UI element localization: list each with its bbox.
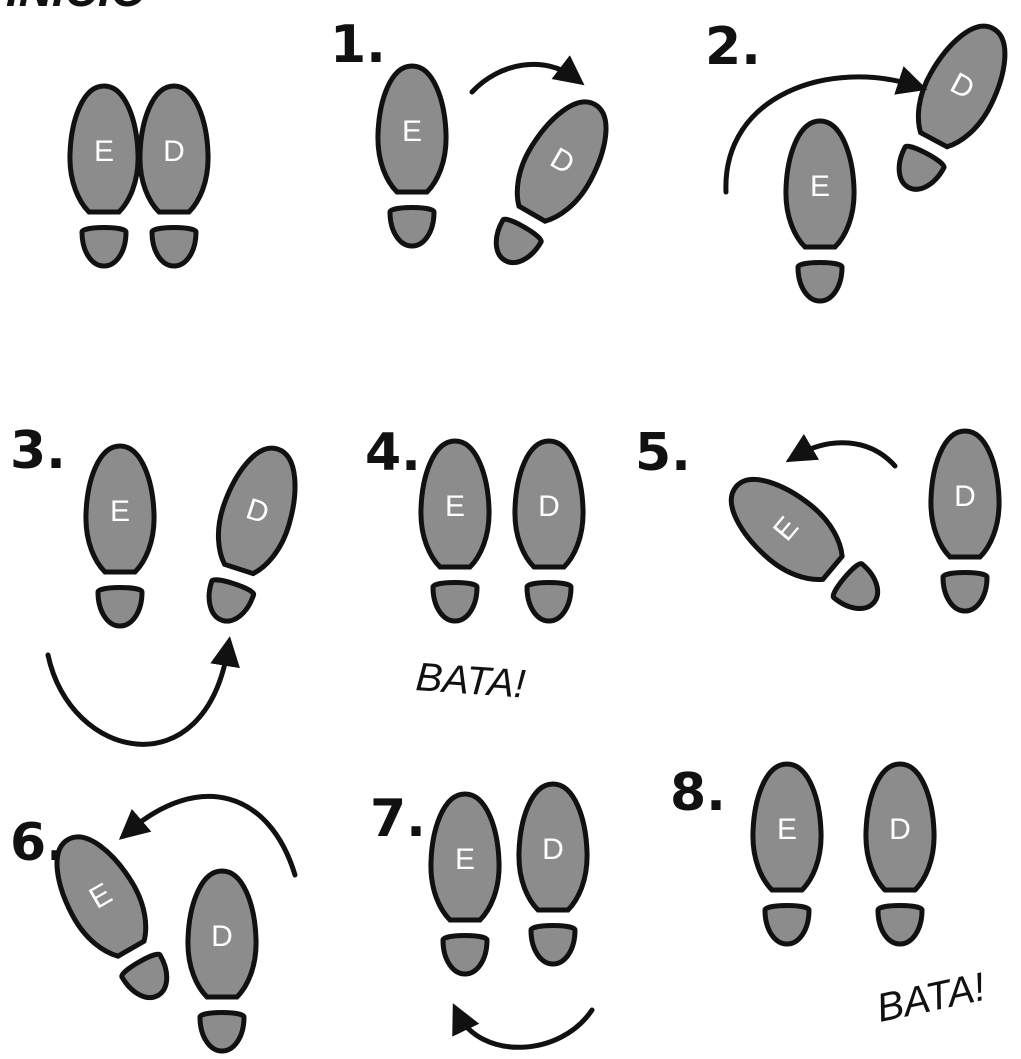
foot-8-left-letter: E <box>777 813 797 846</box>
foot-start-right-letter: D <box>163 135 185 168</box>
foot-6-right: D <box>188 871 256 1051</box>
step-5-arrow <box>796 443 895 466</box>
foot-8-right-letter: D <box>889 813 911 846</box>
foot-start-left: E <box>70 86 138 266</box>
foot-7-left: E <box>431 794 499 974</box>
step-3-label: 3. <box>10 421 66 481</box>
foot-3-right: D <box>190 439 310 631</box>
step-1-label: 1. <box>330 15 386 75</box>
step-8-label: 8. <box>670 763 726 823</box>
foot-1-left-letter: E <box>402 115 422 148</box>
heel-shape <box>889 143 946 198</box>
foot-1-left: E <box>378 66 446 246</box>
foot-7-right-letter: D <box>542 833 564 866</box>
heel-shape <box>486 216 543 271</box>
foot-8-right: D <box>866 764 934 944</box>
heel-shape <box>82 228 126 267</box>
heel-shape <box>878 906 922 945</box>
title: INÍCIO <box>6 0 147 16</box>
step-2-label: 2. <box>705 17 761 77</box>
foot-2-left-letter: E <box>810 170 830 203</box>
heel-shape <box>200 1013 244 1052</box>
step-8-note: BATA! <box>873 965 989 1031</box>
heel-shape <box>433 583 477 622</box>
foot-start-right: D <box>140 86 208 266</box>
heel-shape <box>443 936 487 975</box>
heel-shape <box>943 573 987 612</box>
heel-shape <box>527 583 571 622</box>
foot-7-right: D <box>519 784 587 964</box>
foot-3-left-letter: E <box>110 495 130 528</box>
heel-shape <box>798 263 842 302</box>
step-1-arrow <box>472 64 575 92</box>
foot-8-left: E <box>753 764 821 944</box>
heel-shape <box>765 906 809 945</box>
foot-5-right: D <box>931 431 999 611</box>
foot-4-right-letter: D <box>538 490 560 523</box>
foot-5-left: E <box>714 461 896 629</box>
foot-6-right-letter: D <box>211 920 233 953</box>
heel-shape <box>152 228 196 267</box>
heel-shape <box>98 588 142 627</box>
heel-shape <box>120 951 177 1006</box>
foot-3-left: E <box>86 446 154 626</box>
step-5-label: 5. <box>635 423 691 483</box>
foot-5-right-letter: D <box>954 480 976 513</box>
foot-4-left-letter: E <box>445 490 465 523</box>
heel-shape <box>390 208 434 247</box>
step-3-arrow <box>48 648 228 744</box>
step-4-label: 4. <box>365 423 421 483</box>
step-4-note: BATA! <box>414 655 526 707</box>
foot-7-left-letter: E <box>455 843 475 876</box>
foot-4-right: D <box>515 441 583 621</box>
heel-shape <box>201 577 255 627</box>
foot-4-left: E <box>421 441 489 621</box>
foot-6-left: E <box>38 823 187 1013</box>
foot-1-right: D <box>475 88 624 278</box>
heel-shape <box>531 926 575 965</box>
step-6-arrow <box>128 796 295 875</box>
foot-2-left: E <box>786 121 854 301</box>
step-7-arrow <box>458 1010 592 1047</box>
foot-2-right: D <box>878 12 1021 203</box>
heel-shape <box>830 561 888 619</box>
step-7-label: 7. <box>370 789 426 849</box>
foot-start-left-letter: E <box>94 135 114 168</box>
